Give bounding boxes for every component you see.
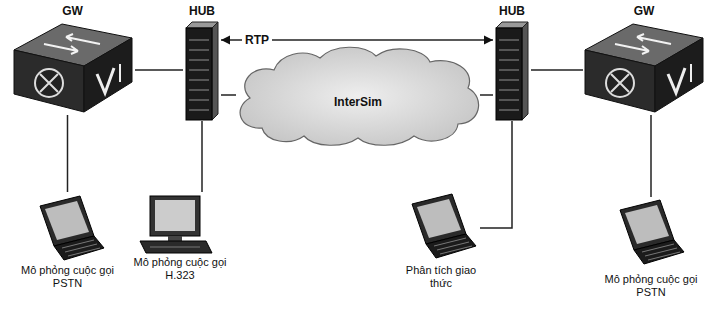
gateway-node: GW xyxy=(10,3,135,115)
laptop-symbol xyxy=(40,196,104,260)
connector xyxy=(480,121,512,228)
connector xyxy=(221,95,236,96)
connector xyxy=(67,115,68,192)
connector-line xyxy=(480,94,493,96)
device-label: GW xyxy=(583,4,705,18)
connector xyxy=(480,95,493,96)
arrow-head xyxy=(484,36,493,45)
desktop-symbol xyxy=(140,241,212,253)
cloud-node: InterSim xyxy=(236,48,480,143)
hub-node: HUB xyxy=(183,3,221,121)
desktop-symbol xyxy=(150,247,200,248)
connector xyxy=(135,70,183,71)
device-label: Mô phỏng cuộc gọi PSTN xyxy=(597,273,705,299)
device-label: Phân tích giao thức xyxy=(402,264,480,290)
connector-line xyxy=(531,69,583,71)
gateway-node: GW xyxy=(583,3,705,115)
connector-line xyxy=(650,115,652,197)
connector-line xyxy=(135,69,183,71)
edge-label: RTP xyxy=(242,33,272,47)
laptop-symbol xyxy=(412,194,476,258)
hub-symbol xyxy=(496,22,528,120)
desktop-symbol xyxy=(150,196,200,236)
hub-node: HUB xyxy=(493,3,531,121)
gateway-router xyxy=(585,24,703,112)
device-label: HUB xyxy=(183,4,221,18)
arrow-head xyxy=(221,36,230,45)
connector-line xyxy=(221,94,236,96)
device-label: Mô phỏng cuộc gọi PSTN xyxy=(15,264,120,290)
connector-line xyxy=(201,121,203,192)
connector xyxy=(202,121,203,192)
connector-line xyxy=(67,115,69,192)
cloud-label: InterSim xyxy=(334,95,382,109)
terminal-node: Mô phỏng cuộc gọi PSTN xyxy=(597,197,705,301)
hub-symbol xyxy=(186,22,218,120)
network-cloud xyxy=(240,47,479,145)
device-label: GW xyxy=(10,4,135,18)
connector xyxy=(651,115,652,197)
connector xyxy=(531,70,583,71)
device-label: HUB xyxy=(493,4,531,18)
connector-line xyxy=(480,121,512,228)
terminal-node: Mô phỏng cuộc gọi PSTN xyxy=(15,192,120,292)
desktop-symbol xyxy=(168,236,182,241)
device-label: Mô phỏng cuộc gọi H.323 xyxy=(125,256,235,282)
gateway-router xyxy=(14,24,132,112)
desktop-symbol xyxy=(155,200,195,231)
terminal-node: Phân tích giao thức xyxy=(402,192,480,292)
laptop-symbol xyxy=(620,200,684,264)
terminal-node: Mô phỏng cuộc gọi H.323 xyxy=(125,192,235,284)
desktop-symbol xyxy=(140,196,212,253)
